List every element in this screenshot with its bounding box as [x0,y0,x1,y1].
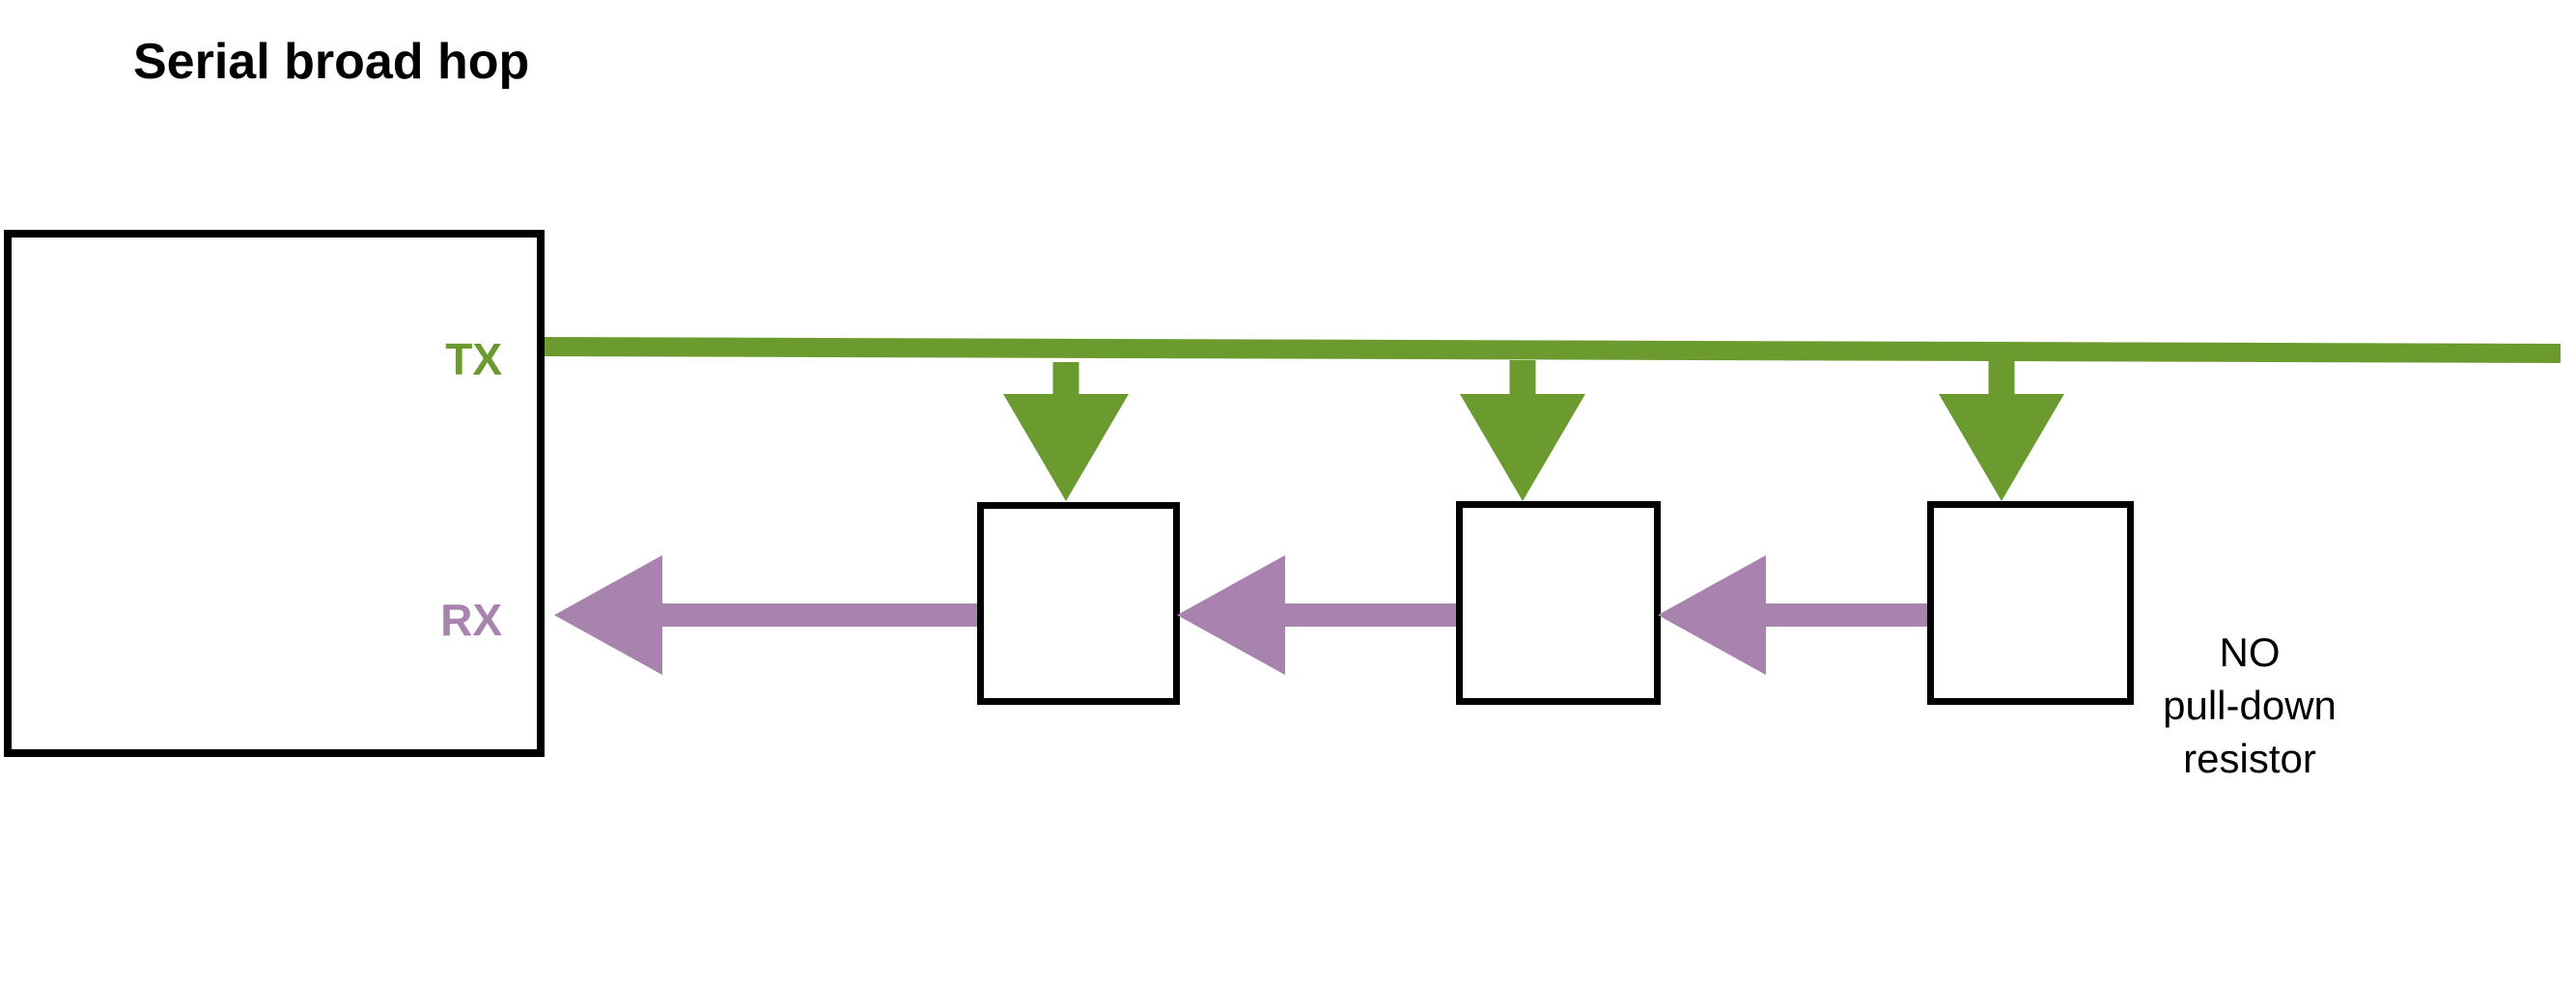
master-controller-box[interactable] [4,230,545,757]
annotation-line-no: NO [2220,630,2281,675]
node-box-1[interactable] [977,502,1180,705]
rx-return-arrow-node-2 [1177,555,1456,675]
rx-return-arrow-node-1 [554,555,977,675]
tx-port-label: TX [445,334,502,384]
annotation-line-resistor: resistor [2183,736,2316,781]
node-box-2[interactable] [1456,501,1661,705]
rx-return-arrow-node-3 [1658,555,1927,675]
rx-port-label: RX [440,595,502,645]
tx-drop-arrow-node-2 [1460,360,1585,501]
tx-broadcast-bus-line [545,337,2561,363]
node-box-3[interactable] [1927,501,2134,705]
annotation-line-pull-down: pull-down [2163,683,2337,728]
page-title: Serial broad hop [133,34,530,90]
tx-drop-arrow-node-3 [1939,359,2064,501]
tx-drop-arrow-node-1 [1003,362,1129,501]
